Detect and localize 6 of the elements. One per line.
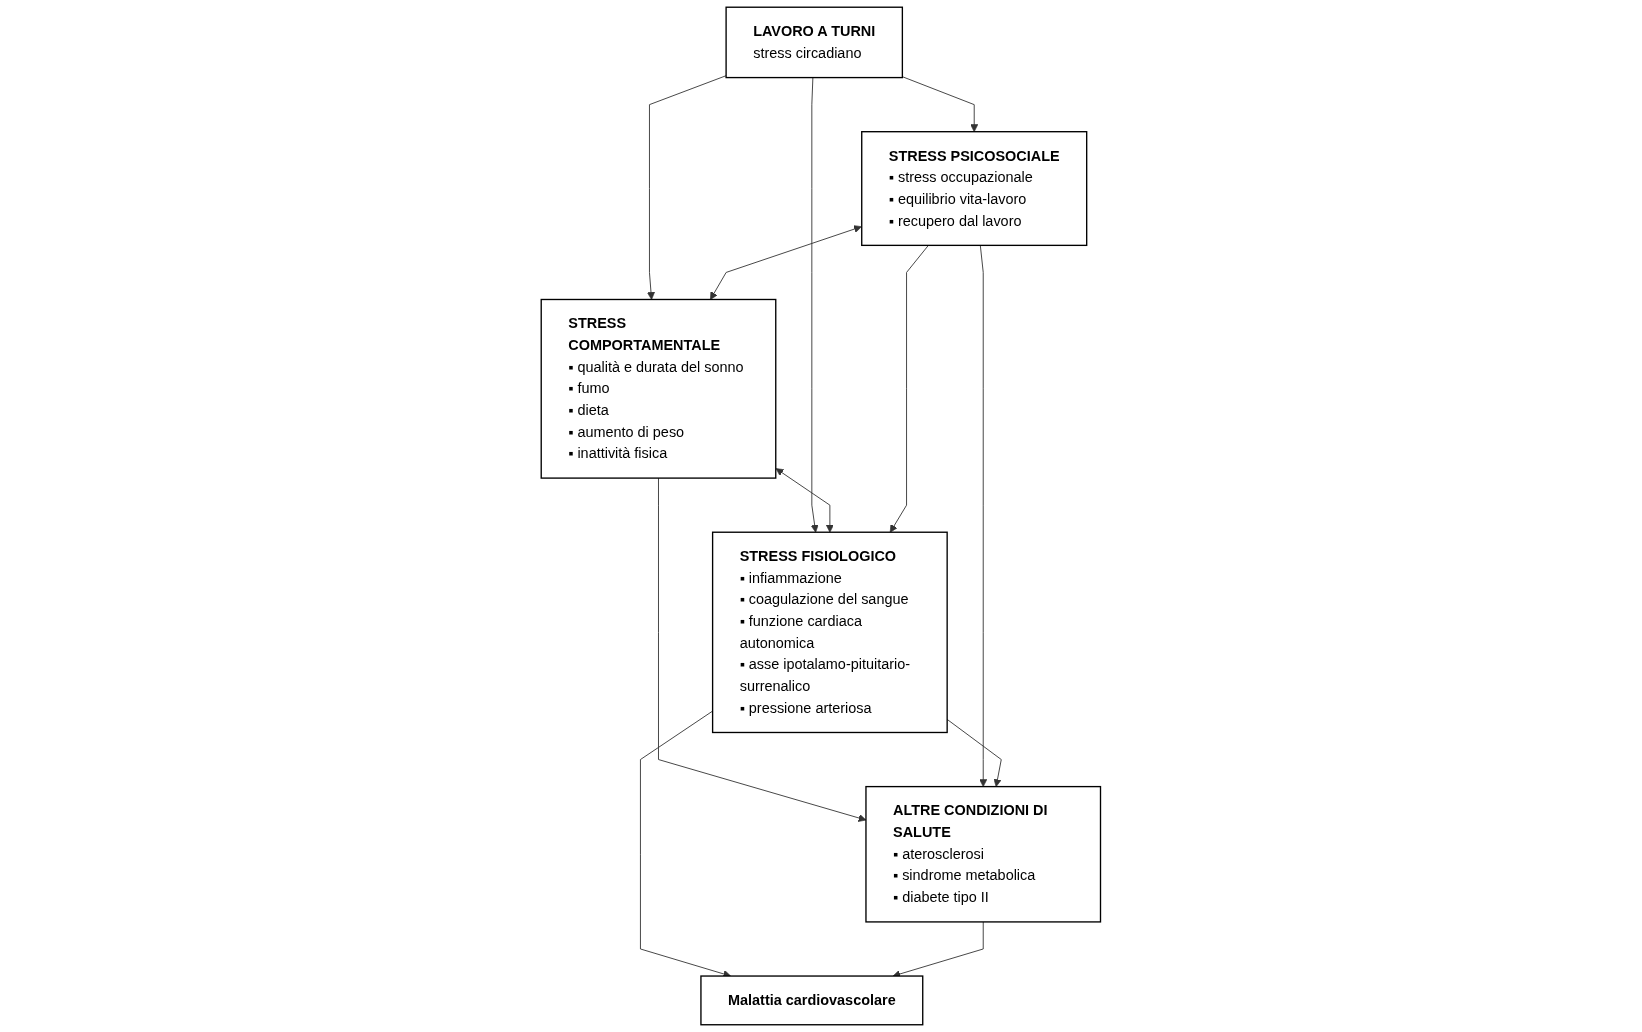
node-box: STRESS FISIOLOGICO ▪ infiammazione ▪ coagulazione del sangue ▪ funzione cardiaca autonomica ▪ asse ipotalamo-pituitario-surrenalico ▪ pressione arteriosa: [712, 531, 948, 734]
node-box: Malattia cardiovascolare: [700, 975, 924, 1026]
node-box: LAVORO A TURNI stress circadiano: [725, 6, 904, 79]
node-box: STRESS PSICOSOCIALE ▪ stress occupazionale ▪ equilibrio vita-lavoro ▪ recupero dal lavoro: [861, 131, 1088, 247]
node-box: STRESS COMPORTAMENTALE ▪ qualità e durata del sonno ▪ fumo ▪ dieta ▪ aumento di peso ▪ inattività fisica: [540, 298, 777, 479]
node-box: ALTRE CONDIZIONI DI SALUTE ▪ aterosclerosi ▪ sindrome metabolica ▪ diabete tipo II: [865, 785, 1102, 923]
